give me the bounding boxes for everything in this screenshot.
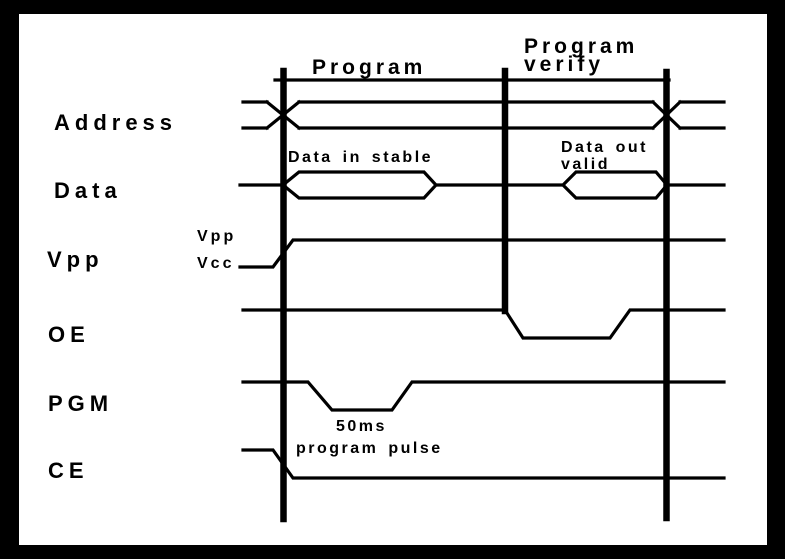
signal-label-address: Address [54,110,177,135]
data-waveform [238,170,726,200]
address-waveform [241,99,726,131]
vpp-level-label: Vpp [197,228,236,245]
phase-label-program-verify-line1: Program [524,35,638,58]
signal-label-data: Data [54,178,122,203]
data-out-valid-label-line1: Data out [561,139,648,156]
phase-label-program-verify-line2: verify [524,53,604,76]
signal-label-vpp: Vpp [47,247,104,272]
vcc-level-label: Vcc [197,255,234,272]
drawing-area [19,14,767,545]
signal-label-ce: CE [48,458,89,483]
data-out-valid-label-line2: valid [561,156,610,173]
pgm-waveform [241,380,726,412]
signal-label-pgm: PGM [48,391,113,416]
oe-waveform [241,308,726,340]
program-pulse-label: program pulse [296,440,443,457]
pulse-duration-label: 50ms [336,418,387,435]
vpp-waveform [238,238,726,269]
phase-label-program: Program [312,56,426,79]
data-in-stable-label: Data in stable [288,149,433,166]
signal-label-oe: OE [48,322,90,347]
ce-waveform [241,448,726,480]
